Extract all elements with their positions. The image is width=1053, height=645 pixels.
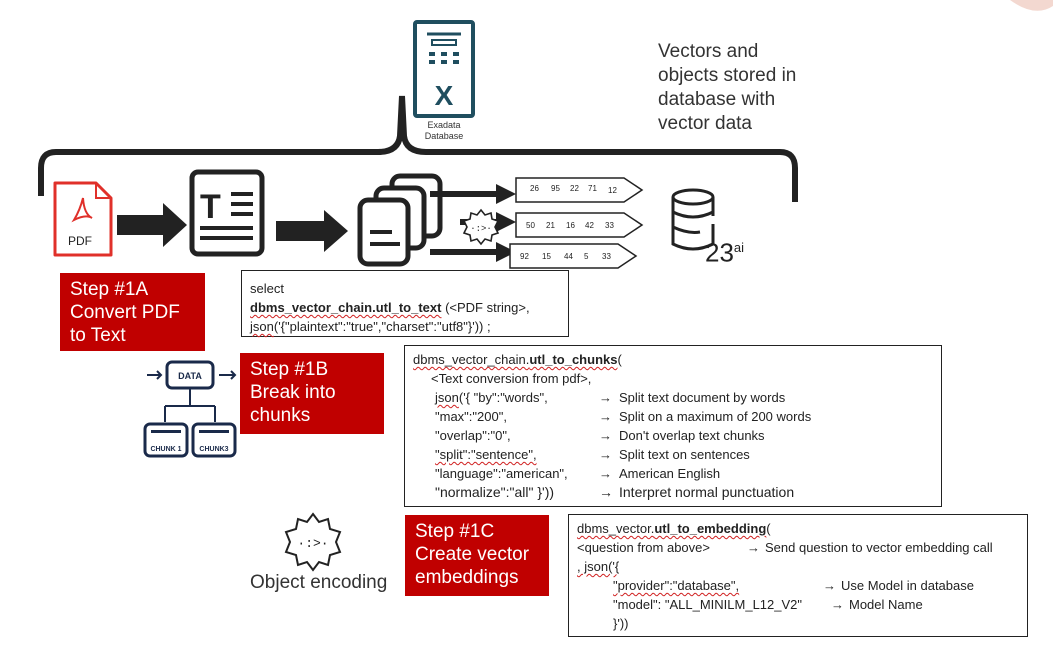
vector-value: 33 bbox=[602, 252, 611, 261]
vector-value: 95 bbox=[551, 184, 560, 193]
vectors-stored-note: Vectors and objects stored in database w… bbox=[658, 41, 797, 134]
svg-text:X: X bbox=[435, 80, 454, 111]
vector-value: 26 bbox=[530, 184, 539, 193]
svg-text:·:>·: ·:>· bbox=[297, 536, 328, 551]
vector-value: 92 bbox=[520, 252, 529, 261]
vector-value: 16 bbox=[566, 221, 575, 230]
corner-decoration bbox=[1010, 0, 1053, 11]
vector-value: 33 bbox=[605, 221, 614, 230]
pdf-icon-label: PDF bbox=[68, 234, 92, 248]
vector-tags bbox=[509, 177, 644, 269]
vector-value: 44 bbox=[564, 252, 573, 261]
exadata-icon: X bbox=[413, 20, 475, 118]
step-1a-label: Step #1A Convert PDF to Text bbox=[60, 273, 205, 351]
svg-text:T: T bbox=[200, 188, 221, 226]
pdf-file-icon bbox=[53, 181, 113, 257]
storage-brace bbox=[38, 95, 798, 202]
step-1c-label: Step #1C Create vector embeddings bbox=[405, 515, 549, 596]
chunk-1-label: CHUNK 1 bbox=[150, 446, 181, 453]
encoder-gear-icon: ·:>· bbox=[462, 208, 500, 246]
step-1b-label: Step #1B Break into chunks bbox=[240, 353, 384, 434]
database-23ai-label: 23ai bbox=[705, 237, 745, 268]
utl-to-text-code: select dbms_vector_chain.utl_to_text (<P… bbox=[241, 270, 569, 337]
vector-value: 15 bbox=[542, 252, 551, 261]
chunked-documents-icon bbox=[357, 173, 443, 267]
arrow-pdf-to-text bbox=[117, 203, 187, 247]
chunk-data-label: DATA bbox=[178, 371, 202, 381]
text-document-icon: T bbox=[189, 169, 265, 257]
svg-text:·:>·: ·:>· bbox=[470, 224, 492, 234]
database-23ai-icon bbox=[671, 188, 715, 251]
vector-value: 21 bbox=[546, 221, 555, 230]
vector-value: 5 bbox=[584, 252, 589, 261]
chunk-diagram: DATA CHUNK 1 CHUNK3 bbox=[143, 360, 237, 458]
vector-value: 12 bbox=[608, 186, 617, 195]
utl-to-chunks-code: dbms_vector_chain.utl_to_chunks( <Text c… bbox=[404, 345, 942, 507]
vector-value: 71 bbox=[588, 184, 597, 193]
vector-value: 50 bbox=[526, 221, 535, 230]
object-encoding-label: Object encoding bbox=[250, 572, 388, 593]
vector-value: 42 bbox=[585, 221, 594, 230]
object-encoding-gear-icon: ·:>· bbox=[284, 512, 342, 572]
exadata-label: Exadata Database bbox=[424, 120, 464, 141]
utl-to-embedding-code: dbms_vector.utl_to_embedding( <question … bbox=[568, 514, 1028, 637]
chunk-3-label: CHUNK3 bbox=[199, 446, 228, 453]
vector-value: 22 bbox=[570, 184, 579, 193]
arrow-text-to-chunks bbox=[276, 210, 348, 252]
